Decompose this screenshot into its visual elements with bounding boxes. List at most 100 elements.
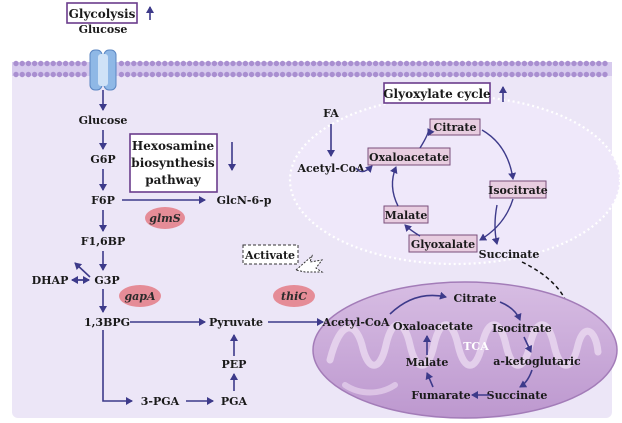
membrane-bead [199,71,205,78]
membrane-bead [527,71,534,78]
membrane-bead [44,60,50,67]
membrane-bead [69,71,75,78]
membrane-bead [149,60,156,67]
membrane-bead [69,60,75,67]
membrane-bead [521,60,528,67]
membrane-bead [540,60,546,67]
tca-label: TCA [463,340,489,353]
membrane-bead [199,60,205,67]
glyoxylate-glyoxalate-box [408,234,478,253]
metabolite-glucose: Glucose [79,114,128,127]
membrane-bead [224,71,230,78]
membrane-bead [410,71,416,78]
membrane-bead [540,71,546,78]
gene-glms: glmS [149,212,181,225]
membrane-bead [447,60,453,67]
membrane-bead [602,60,608,67]
glycolysis-title-box [66,2,138,24]
membrane-bead [565,60,571,67]
membrane-bead [162,71,168,78]
membrane-bead [589,60,596,67]
metabolite-3pga: 3-PGA [141,395,180,408]
membrane-bead [478,71,484,78]
metabolite-f6p: F6P [91,194,115,207]
membrane-bead [38,71,44,78]
membrane-bead [546,60,552,67]
membrane-bead [25,60,32,67]
membrane-bead [360,71,366,78]
membrane-bead [217,71,224,78]
membrane-bead [565,71,571,78]
membrane-bead [447,71,453,78]
membrane-bead [62,60,69,67]
membrane-bead [453,60,459,67]
membrane-bead [44,71,50,78]
membrane-bead [558,60,565,67]
membrane-bead [397,71,404,78]
membrane-bead [403,71,410,78]
membrane-bead [534,71,540,78]
membrane-bead [236,71,242,78]
membrane-bead [348,60,354,67]
membrane-bead [38,60,44,67]
membrane-bead [596,71,602,78]
membrane-bead [124,71,131,78]
membrane-bead [385,60,391,67]
membrane-bead [50,71,56,78]
membrane-bead [341,71,348,78]
membrane-bead [577,60,583,67]
membrane-bead [273,60,280,67]
glyoxylate-title: Glyoxylate cycle [383,87,491,101]
membrane-bead [174,60,180,67]
membrane-bead [255,60,261,67]
membrane-bead [298,71,304,78]
membrane-bead [168,60,174,67]
membrane-bead [527,60,534,67]
membrane-bead [56,71,63,78]
membrane-bead [422,71,428,78]
membrane-bead [434,71,441,78]
membrane-bead [31,71,38,78]
gene-gapa: gapA [124,290,156,303]
gene-glms-ellipse [145,207,185,229]
membrane-bead [379,71,385,78]
membrane-bead [335,71,342,78]
hexosamine-line3: pathway [145,173,202,187]
membrane-bead [583,71,590,78]
membrane-bead [261,71,267,78]
membrane-bead [397,60,404,67]
membrane-bead [217,60,224,67]
activate-label: Activate [244,249,295,262]
membrane-bead [354,60,360,67]
membrane-bead [552,60,559,67]
glyoxylate-glyoxalate: Glyoxalate [411,238,475,251]
metabolite-f16bp: F1,6BP [81,235,126,248]
membrane-bead [174,71,180,78]
membrane-bead [304,71,311,78]
membrane-bead [441,71,447,78]
membrane-bead [410,60,416,67]
membrane-bead [416,71,422,78]
tca-citrate: Citrate [453,292,496,305]
membrane-bead [472,71,478,78]
membrane-bead [329,71,335,78]
membrane-bead [428,71,435,78]
glyoxylate-citrate: Citrate [433,121,476,134]
membrane-bead [155,60,162,67]
membrane-bead [552,71,559,78]
membrane-bead [75,60,81,67]
tca-succinate: Succinate [487,389,548,402]
membrane-bead [484,71,490,78]
membrane-bead [596,60,602,67]
membrane-bead [186,60,193,67]
membrane-bead [230,60,236,67]
membrane-bead [230,71,236,78]
membrane-bead [509,71,515,78]
hexosamine-box [129,133,218,193]
membrane-bead [25,71,32,78]
glyoxylate-citrate-box [429,118,481,136]
membrane-bead [149,71,156,78]
membrane-bead [484,60,490,67]
membrane-bead [137,60,143,67]
